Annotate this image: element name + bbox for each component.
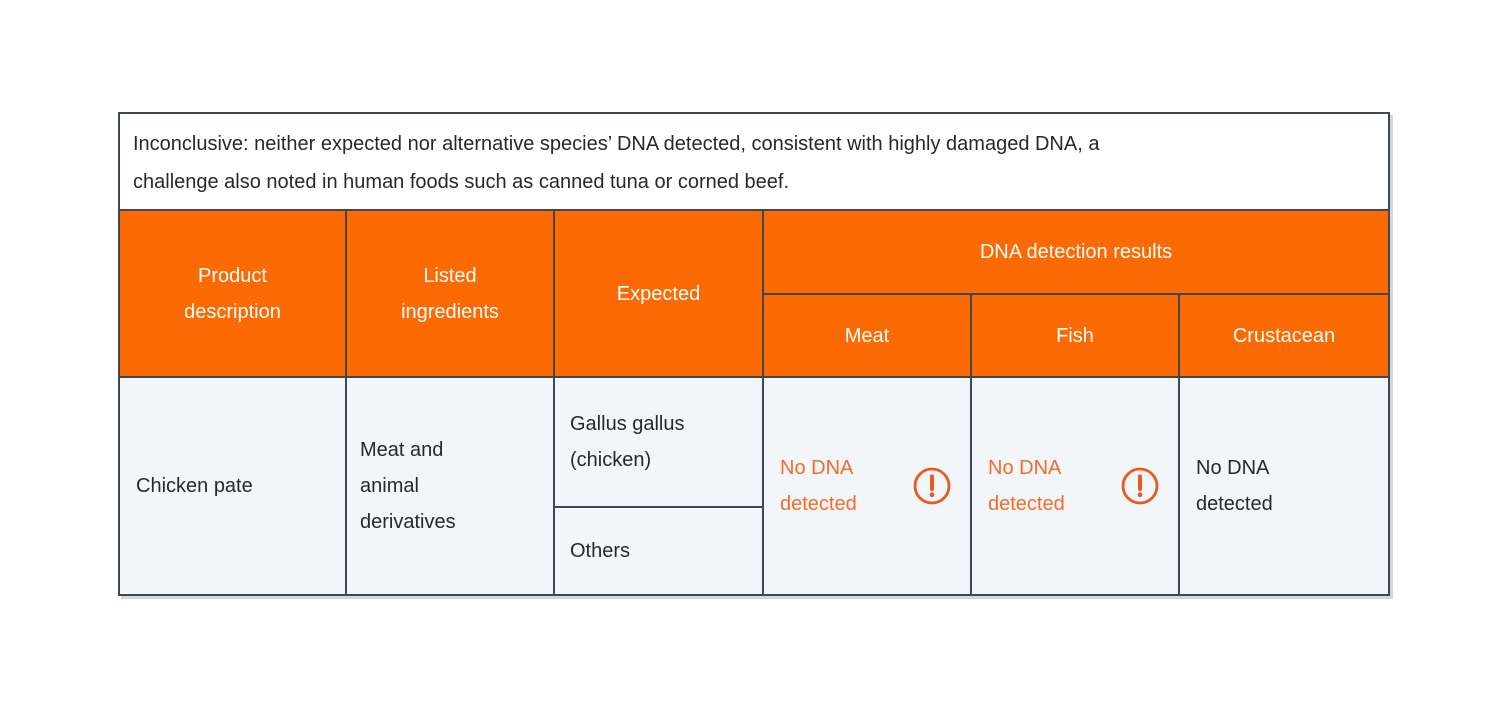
expected-secondary-value: Others (570, 540, 631, 562)
meat-result-value: No DNA detected (780, 457, 857, 515)
note-line-2: challenge also noted in human foods such… (133, 171, 790, 193)
product-description-value: Chicken pate (136, 475, 253, 497)
header-fish-label: Fish (1056, 324, 1094, 347)
warning-icon (912, 466, 952, 506)
header-dna-detection-results-label: DNA detection results (979, 241, 1173, 263)
cell-fish-result: No DNA detected (972, 378, 1180, 594)
header-product-description: Product description (120, 211, 347, 378)
header-expected: Expected (555, 211, 764, 378)
header-expected-label: Expected (616, 282, 701, 305)
listed-ingredients-value: Meat and animal derivatives (360, 439, 456, 533)
cell-product-description: Chicken pate (120, 378, 347, 594)
header-listed-ingredients-label: Listed ingredients (401, 264, 499, 323)
expected-primary-value: Gallus gallus (chicken) (570, 413, 685, 471)
dna-results-table: Inconclusive: neither expected nor alter… (118, 112, 1390, 596)
inconclusive-note: Inconclusive: neither expected nor alter… (120, 114, 1388, 211)
crustacean-result-value: No DNA detected (1196, 457, 1273, 515)
cell-expected-secondary: Others (555, 508, 764, 594)
header-crustacean: Crustacean (1180, 295, 1388, 378)
header-meat: Meat (764, 295, 972, 378)
warning-icon (1120, 466, 1160, 506)
header-meat-label: Meat (844, 324, 890, 347)
header-product-description-label: Product description (184, 264, 281, 323)
cell-crustacean-result: No DNA detected (1180, 378, 1388, 594)
header-crustacean-label: Crustacean (1232, 324, 1336, 347)
header-listed-ingredients: Listed ingredients (347, 211, 555, 378)
cell-meat-result: No DNA detected (764, 378, 972, 594)
header-fish: Fish (972, 295, 1180, 378)
fish-result-value: No DNA detected (988, 457, 1065, 515)
note-line-1: Inconclusive: neither expected nor alter… (133, 133, 1100, 155)
header-dna-detection-results: DNA detection results (764, 211, 1388, 295)
cell-expected-primary: Gallus gallus (chicken) (555, 378, 764, 508)
cell-listed-ingredients: Meat and animal derivatives (347, 378, 555, 594)
